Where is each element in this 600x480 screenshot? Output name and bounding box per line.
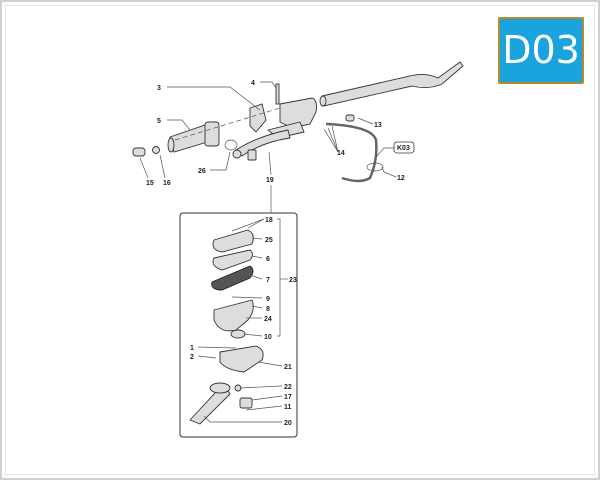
callout-16: 16 — [163, 180, 171, 187]
clip-26 — [224, 139, 238, 151]
detail-box — [179, 212, 298, 438]
page-frame-inner — [5, 5, 595, 475]
callout-3: 3 — [157, 85, 161, 92]
bracket-3 — [249, 103, 267, 133]
callout-19: 19 — [266, 177, 274, 184]
callout-23: 23 — [289, 277, 297, 284]
callout-9: 9 — [266, 296, 270, 303]
grip — [167, 121, 220, 153]
callout-2: 2 — [190, 354, 194, 361]
callout-13: 13 — [374, 122, 382, 129]
callout-5: 5 — [157, 118, 161, 125]
bar-end-15 — [132, 147, 146, 157]
handlebar — [319, 61, 464, 107]
callout-21: 21 — [284, 364, 292, 371]
callout-24: 24 — [264, 316, 272, 323]
callout-14: 14 — [337, 150, 345, 157]
spacer-16 — [152, 146, 160, 154]
section-badge: D03 — [498, 17, 584, 84]
callout-18: 18 — [265, 217, 273, 224]
detail-parts — [189, 229, 264, 425]
callout-15: 15 — [146, 180, 154, 187]
callout-22: 22 — [284, 384, 292, 391]
callout-26: 26 — [198, 168, 206, 175]
callout-10: 10 — [264, 334, 272, 341]
callout-1: 1 — [190, 345, 194, 352]
callout-7: 7 — [266, 277, 270, 284]
hose — [325, 122, 378, 183]
reference-box-k03 — [393, 141, 415, 154]
callout-11: 11 — [284, 404, 292, 411]
callout-17: 17 — [284, 394, 292, 401]
callout-8: 8 — [266, 306, 270, 313]
master-cylinder — [267, 83, 317, 139]
callout-25: 25 — [265, 237, 273, 244]
reference-k03: K03 — [397, 145, 410, 152]
callout-12: 12 — [397, 175, 405, 182]
callout-6: 6 — [266, 256, 270, 263]
lever-19 — [235, 129, 291, 157]
callout-4: 4 — [251, 80, 255, 87]
callout-20: 20 — [284, 420, 292, 427]
